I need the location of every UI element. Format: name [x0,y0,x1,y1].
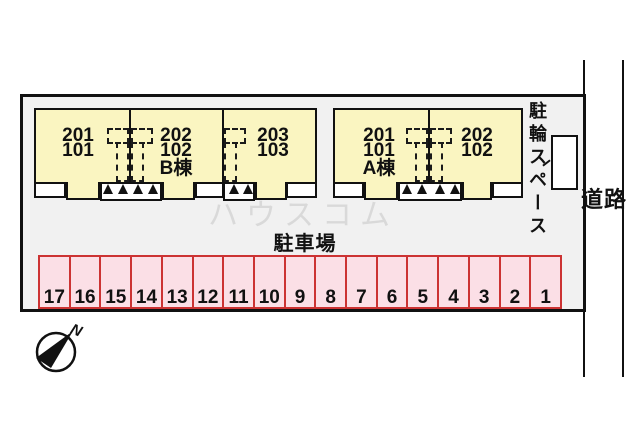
unit-label-b-202: 202 102 B棟 [144,125,208,179]
parking-space-number: 1 [540,287,551,308]
unit-label-a-202: 202 102 [445,125,509,161]
unit-number: 202 [461,125,493,146]
entrance-arrow-icon [243,184,253,194]
entrance-arrow-icon [133,184,143,194]
parking-space-number: 10 [258,287,280,308]
parking-space: 10 [255,257,286,307]
entrance-arrow-icon [229,184,239,194]
parking-space: 15 [101,257,133,308]
parking-space-number: 3 [478,287,490,308]
road-label: 道路 [580,187,627,212]
entrance-arrow-icon [148,184,158,194]
parking-space: 8 [316,257,348,308]
parking-space-number: 7 [356,287,367,308]
building-b-wall-1 [129,110,131,182]
parking-space: 6 [378,257,409,307]
parking-space: 7 [347,257,378,307]
porch [364,182,398,200]
parking-space-number: 16 [74,287,96,308]
unit-number: 201 [363,125,395,146]
entry-step [333,182,364,198]
road-edge-line-outer [622,60,624,377]
stair-flight [131,142,144,182]
entrance-arrow-icon [402,184,412,194]
building-name-label: B棟 [159,158,193,179]
bike-space-rect [551,135,578,190]
parking-space: 17 [40,257,71,307]
stair-flight [430,142,443,182]
parking-space-number: 13 [166,287,188,308]
unit-number: 202 [160,125,192,146]
parking-space: 9 [286,257,317,307]
parking-space-number: 6 [386,287,398,308]
stair-flight [116,142,129,182]
unit-label-b-201: 201 101 [46,125,110,161]
entrance-arrow-icon [118,184,128,194]
parking-space-number: 12 [197,287,219,308]
parking-space: 12 [194,257,225,307]
parking-space-number: 9 [294,287,306,308]
parking-space: 13 [163,257,194,307]
road-edge-line-inner [583,60,585,377]
parking-space: 1 [531,257,560,307]
entry-step [286,182,317,198]
porch [162,182,195,200]
building-name-label: A棟 [362,158,396,179]
porch [462,182,492,200]
compass-icon: N [35,321,85,373]
unit-label-b-203: 203 103 [241,125,305,161]
unit-number: 103 [257,140,289,161]
parking-space: 3 [470,257,501,307]
entry-step [34,182,66,198]
entrance-walkway [100,182,162,201]
parking-space: 14 [132,257,163,307]
unit-number: 102 [461,140,493,161]
stair-flight [415,142,428,182]
parking-space: 2 [501,257,532,307]
parking-space-number: 11 [228,287,249,308]
unit-number: 201 [62,125,94,146]
building-a-wall [428,110,430,182]
entrance-walkway [398,182,462,201]
porch [255,182,287,200]
parking-space: 5 [408,257,440,308]
unit-number: 203 [257,125,289,146]
stair-flight [224,142,237,182]
parking-space-number: 4 [448,287,459,308]
porch [66,182,100,200]
unit-label-a-201: 201 101 A棟 [347,125,411,179]
entrance-arrow-icon [450,184,460,194]
parking-space-number: 17 [43,287,65,308]
entrance-arrow-icon [435,184,445,194]
unit-number: 102 [160,140,192,161]
bike-space-label: 駐輪スペース [527,101,547,239]
parking-space: 4 [439,257,470,307]
building-b-wall-2 [222,110,224,182]
entry-step [195,182,224,198]
unit-number: 101 [363,140,395,161]
entry-step [492,182,523,198]
compass-needle [36,331,73,368]
building-b [34,108,317,184]
parking-space-number: 2 [509,287,521,308]
entrance-arrow-icon [103,184,113,194]
parking-label: 駐車場 [273,233,337,255]
parking-space: 16 [71,257,102,307]
unit-number: 101 [62,140,94,161]
parking-space: 11 [224,257,255,307]
parking-space-number: 5 [417,287,429,308]
parking-space-number: 14 [135,287,158,308]
entrance-arrow-icon [417,184,427,194]
north-label: N [68,321,85,341]
parking-space-number: 15 [105,287,127,308]
parking-space-number: 8 [325,287,336,308]
